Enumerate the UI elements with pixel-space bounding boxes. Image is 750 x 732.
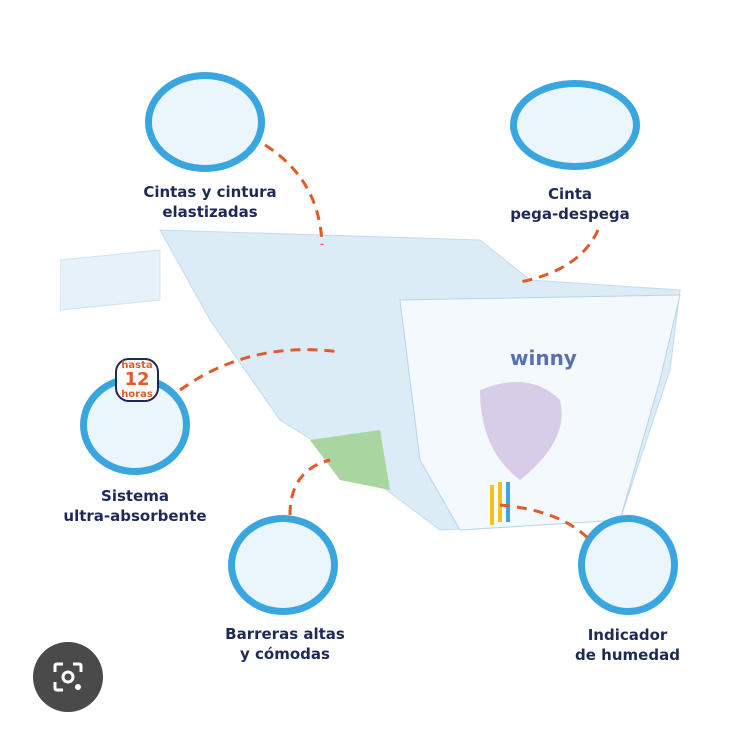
label-line: Cinta [547,185,593,203]
diaper-image: winny [60,229,681,531]
lens-icon [53,662,83,692]
visual-search-button[interactable] [33,642,103,712]
label-line: de humedad [575,646,680,664]
feature-circle-indicator [578,515,678,615]
label-line: ultra-absorbente [63,507,207,525]
badge-top: hasta [121,360,153,371]
feature-label-indicator: Indicador de humedad [540,625,715,665]
label-line: Sistema [101,487,169,505]
feature-label-waistband: Cintas y cintura elastizadas [110,182,310,222]
label-line: Cintas y cintura [143,183,277,201]
feature-label-tape: Cinta pega-despega [470,184,670,224]
label-line: Barreras altas [225,625,345,643]
feature-circle-barriers [228,515,338,615]
badge-number: 12 [124,369,150,390]
feature-circle-waistband [145,72,265,172]
badge-bottom: horas [121,389,153,400]
label-line: elastizadas [162,203,258,221]
label-line: pega-despega [510,205,630,223]
hours-badge: hasta 12 horas [115,358,159,402]
feature-label-barriers: Barreras altas y cómodas [190,624,380,664]
feature-circle-tape [510,80,640,170]
feature-label-absorbent: Sistema ultra-absorbente [45,486,225,526]
label-line: y cómodas [240,645,330,663]
brand-logo: winny [510,346,577,370]
label-line: Indicador [587,626,668,644]
